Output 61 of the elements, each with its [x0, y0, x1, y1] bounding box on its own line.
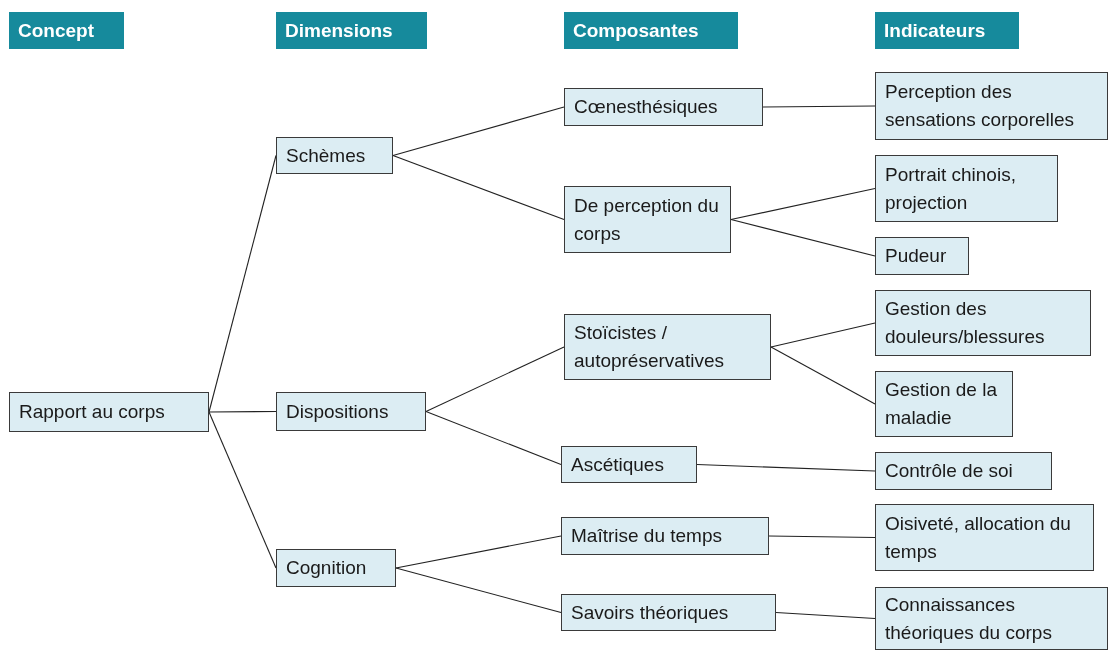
concept-box: [561, 446, 697, 483]
concept-box: [276, 392, 426, 431]
concept-box: [564, 186, 731, 253]
box-label: Dispositions: [286, 399, 390, 424]
box-label: De perception du corps: [574, 193, 720, 246]
concept-box: [564, 88, 763, 126]
connector-line: [395, 567, 562, 614]
connector-line: [762, 105, 876, 108]
concept-box: [564, 314, 771, 380]
concept-box: [875, 72, 1108, 140]
concept-box: [875, 290, 1091, 356]
connector-line: [696, 463, 876, 472]
connector-line: [770, 322, 876, 348]
box-label: Gestion des douleurs/blessures: [885, 297, 1046, 349]
concept-box: [276, 137, 393, 174]
box-label: Connaissances théoriques du corps: [885, 592, 1053, 645]
box-label: Concept: [18, 18, 95, 43]
box-label: Gestion de la maladie: [885, 378, 998, 430]
box-label: Savoirs théoriques: [571, 600, 730, 625]
connector-line: [395, 535, 562, 569]
connector-line: [425, 410, 562, 466]
connector-line: [730, 187, 876, 221]
box-label: Perception des sensations corporelles: [885, 80, 1076, 132]
box-label: Contrôle de soi: [885, 459, 1014, 483]
box-label: Indicateurs: [884, 18, 987, 43]
box-label: Portrait chinois, projection: [885, 162, 1017, 215]
box-label: Cognition: [286, 556, 368, 580]
concept-box: [276, 549, 396, 587]
connector-line: [425, 346, 565, 413]
box-label: Composantes: [573, 18, 700, 43]
connector-line: [208, 411, 277, 569]
connector-line: [208, 410, 277, 413]
concept-box: [561, 594, 776, 631]
concept-box: [875, 452, 1052, 490]
connector-line: [392, 106, 565, 157]
box-label: Maîtrise du temps: [571, 524, 723, 548]
box-label: Rapport au corps: [19, 400, 166, 424]
connector-line: [770, 346, 876, 405]
concept-box: [561, 517, 769, 555]
concept-box: [875, 237, 969, 275]
concept-box: [9, 392, 209, 432]
box-label: Dimensions: [285, 18, 394, 43]
connector-line: [775, 611, 876, 620]
connector-line: [392, 154, 565, 221]
connector-line: [768, 535, 876, 539]
concept-box: [875, 504, 1094, 571]
box-label: Cœnesthésiques: [574, 95, 719, 119]
column-header: [9, 12, 124, 49]
column-header: [564, 12, 738, 49]
box-label: Pudeur: [885, 244, 948, 268]
connector-line: [208, 154, 277, 413]
column-header: [276, 12, 427, 49]
concept-box: [875, 371, 1013, 437]
box-label: Ascétiques: [571, 452, 665, 477]
concept-box: [875, 587, 1108, 650]
connector-line: [730, 218, 876, 257]
box-label: Schèmes: [286, 143, 367, 168]
box-label: Oisiveté, allocation du temps: [885, 511, 1072, 564]
box-label: Stoïcistes / autopréservatives: [574, 321, 725, 373]
concept-box: [875, 155, 1058, 222]
column-header: [875, 12, 1019, 49]
